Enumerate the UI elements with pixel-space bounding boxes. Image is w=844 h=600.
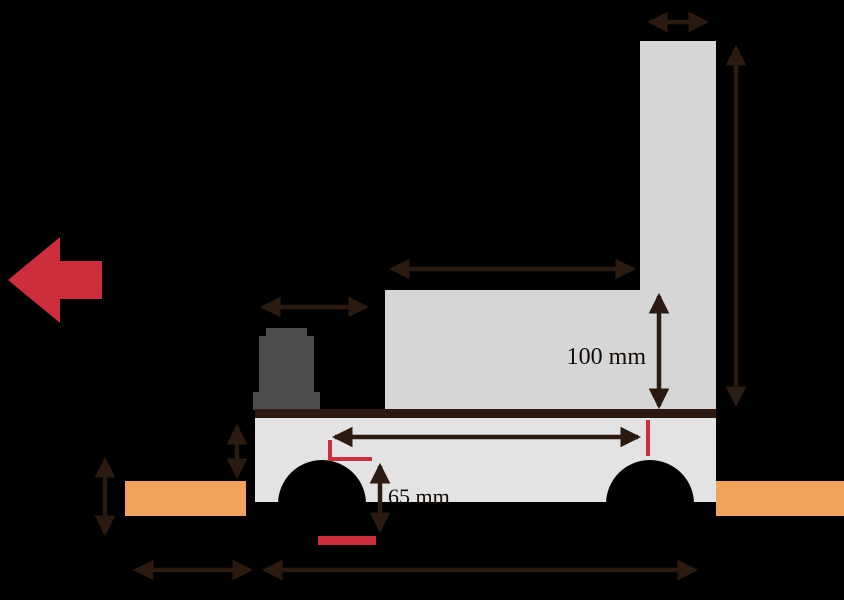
chassis-top-strip: [255, 409, 716, 418]
dim-label-65mm: 65 mm: [388, 484, 450, 509]
cab-seat-shape: [253, 328, 320, 410]
body-shape: [385, 290, 640, 410]
red-ground-bar: [318, 536, 376, 545]
travel-direction-left-arrow-icon: [8, 237, 102, 323]
platform-left: [125, 481, 246, 516]
platform-right: [716, 481, 844, 516]
wheel-right: [606, 460, 694, 548]
red-reference-left-wheel: [328, 440, 372, 461]
mast-shape: [640, 41, 716, 410]
dim-label-100mm: 100 mm: [567, 344, 647, 370]
wheel-left: [278, 460, 366, 548]
